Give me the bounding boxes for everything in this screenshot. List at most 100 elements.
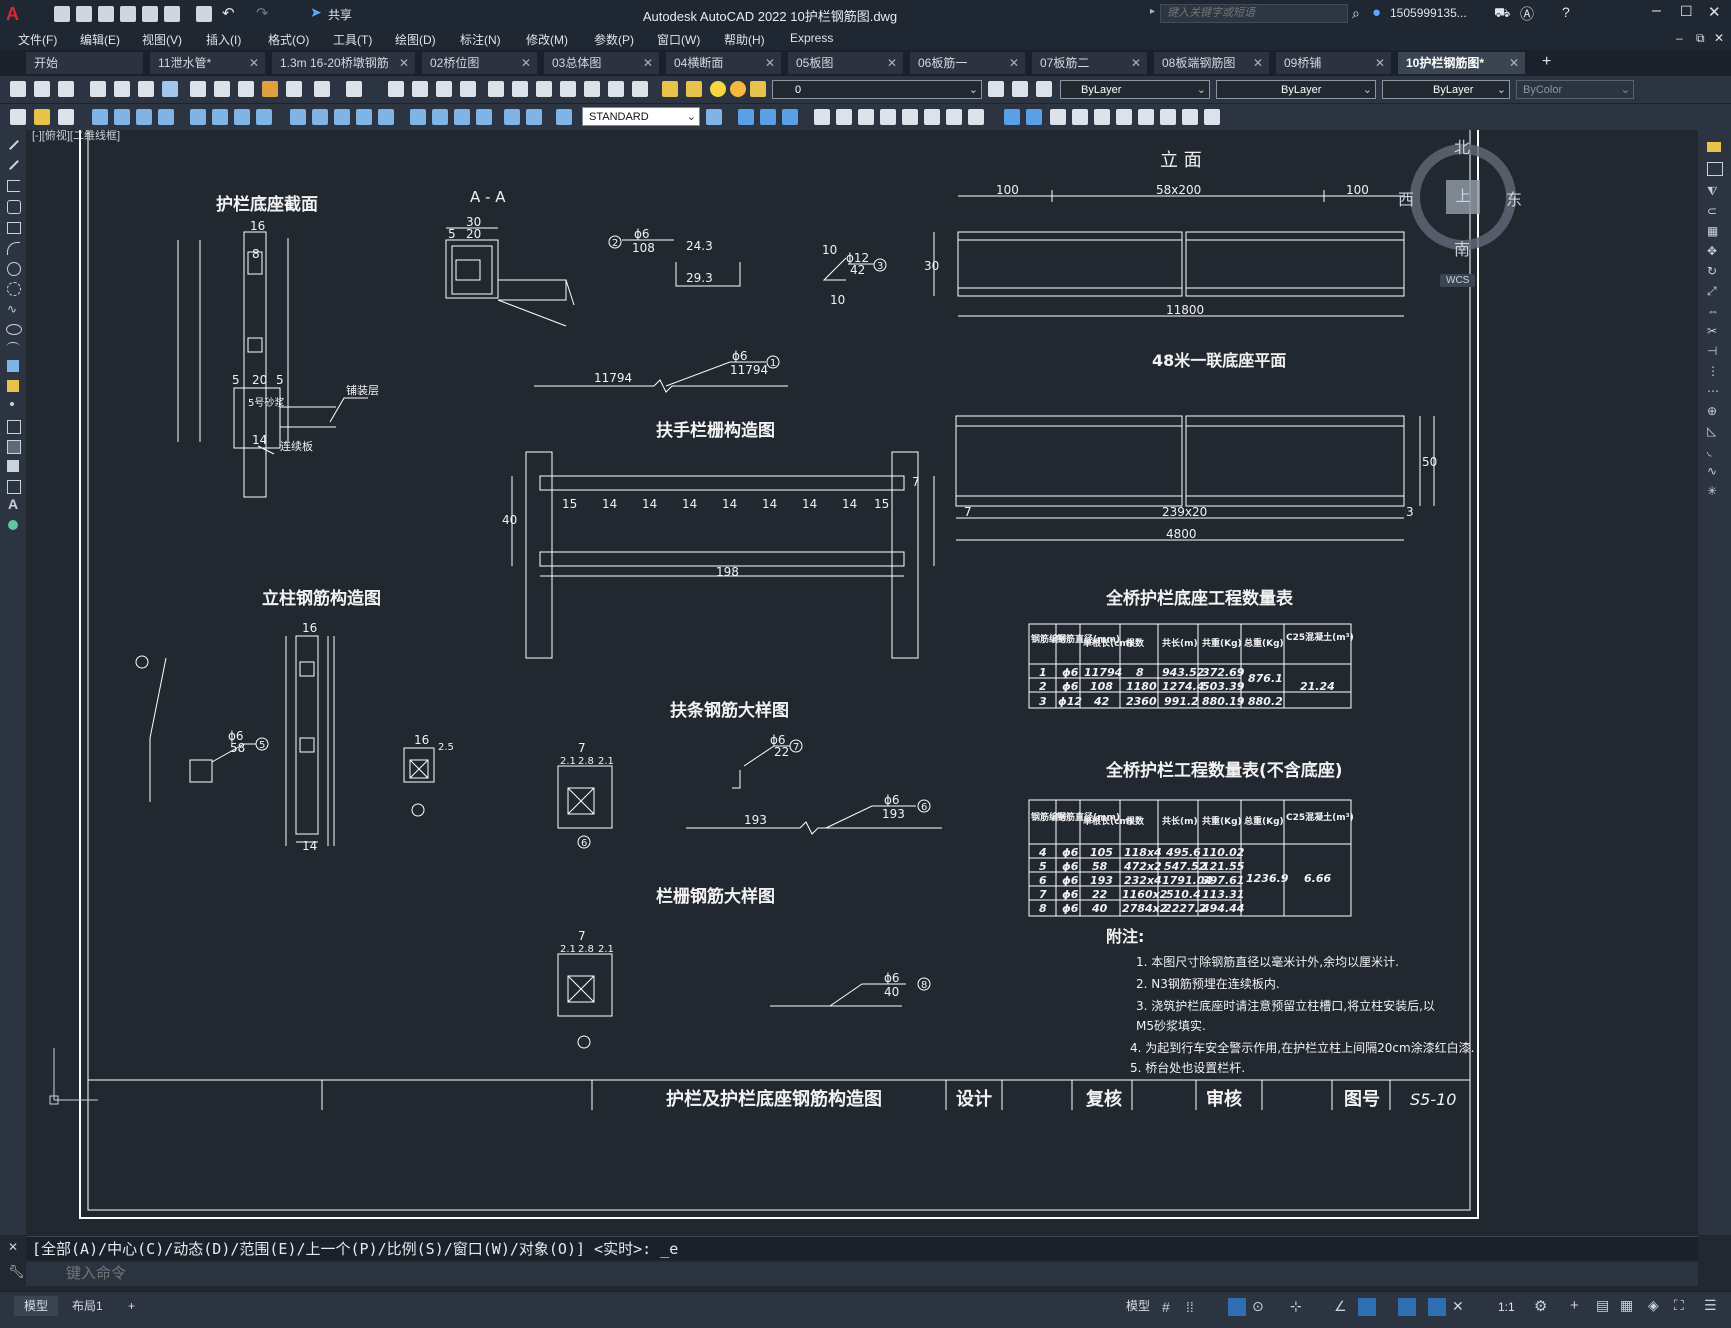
copy-icon[interactable] xyxy=(214,81,230,97)
ucs-icon[interactable] xyxy=(814,109,830,125)
open-file-icon[interactable] xyxy=(76,6,92,22)
ellipse-arc-icon[interactable] xyxy=(6,342,20,352)
region-icon[interactable] xyxy=(7,460,19,472)
diameter-dim-icon[interactable] xyxy=(234,109,250,125)
offset-icon[interactable]: ⊂ xyxy=(1707,204,1718,218)
trim-icon[interactable]: ✂ xyxy=(1707,324,1718,338)
share-button[interactable]: 共享 xyxy=(328,8,353,22)
sheet-set-icon[interactable] xyxy=(560,81,576,97)
close-tab-icon[interactable]: ✕ xyxy=(764,56,775,70)
annotation-visibility-icon[interactable] xyxy=(1428,1298,1446,1316)
linetype-select[interactable]: ByLayer⌄ xyxy=(1216,80,1376,99)
close-icon[interactable]: ✕ xyxy=(1708,4,1721,21)
circle-icon[interactable] xyxy=(7,262,21,276)
maximize-icon[interactable]: ☐ xyxy=(1680,3,1693,19)
scale-icon[interactable]: ⤢ xyxy=(1707,284,1717,298)
chamfer-icon[interactable]: ◺ xyxy=(1707,424,1717,438)
background-icon[interactable] xyxy=(1204,109,1220,125)
viewcube[interactable]: 上 xyxy=(1410,144,1516,250)
aligned-dim-icon[interactable] xyxy=(114,109,130,125)
baseline-dim-icon[interactable] xyxy=(312,109,328,125)
tab-file-05[interactable]: 05板图✕ xyxy=(788,52,904,74)
open-icon[interactable] xyxy=(34,81,50,97)
properties-icon[interactable] xyxy=(488,81,504,97)
ucs-object-icon[interactable] xyxy=(902,109,918,125)
menu-edit[interactable]: 编辑(E) xyxy=(80,33,120,47)
zoom-previous-icon[interactable] xyxy=(460,81,476,97)
match-icon[interactable] xyxy=(262,81,278,97)
layout-tab-layout1[interactable]: 布局1 xyxy=(72,1299,103,1313)
close-tab-icon[interactable]: ✕ xyxy=(642,56,653,70)
calculator-icon[interactable] xyxy=(608,81,624,97)
make-block-icon[interactable] xyxy=(7,380,19,392)
dim-text-edit-icon[interactable] xyxy=(526,109,542,125)
shade-icon[interactable] xyxy=(1004,109,1020,125)
close-tab-icon[interactable]: ✕ xyxy=(886,56,897,70)
view-top-icon[interactable] xyxy=(760,109,776,125)
line-icon[interactable] xyxy=(9,140,19,150)
command-input[interactable] xyxy=(26,1262,1698,1286)
view-front-icon[interactable] xyxy=(738,109,754,125)
redo-icon[interactable]: ↷ xyxy=(256,5,269,22)
share-icon[interactable]: ➤ xyxy=(310,4,322,20)
polyline-icon[interactable] xyxy=(7,180,20,192)
cart-icon[interactable]: ⛟ xyxy=(1494,5,1511,20)
search-icon[interactable]: ⌕ xyxy=(1352,5,1360,21)
layer-previous-icon[interactable] xyxy=(1012,81,1028,97)
view-left-icon[interactable] xyxy=(782,109,798,125)
ordinate-dim-icon[interactable] xyxy=(158,109,174,125)
help-icon[interactable] xyxy=(632,81,648,97)
copy-object-icon[interactable] xyxy=(1707,162,1723,176)
ellipse-icon[interactable] xyxy=(6,324,22,335)
close-tab-icon[interactable]: ✕ xyxy=(1130,56,1141,70)
mirror-icon[interactable]: ⧨ xyxy=(1707,184,1718,198)
tool-palette-icon[interactable] xyxy=(536,81,552,97)
tab-file-07[interactable]: 07板筋二✕ xyxy=(1032,52,1148,74)
menu-view[interactable]: 视图(V) xyxy=(142,33,182,47)
clean-screen-icon[interactable]: ⛶ xyxy=(1674,1297,1684,1313)
new-tab-icon[interactable]: + xyxy=(1542,53,1552,70)
layer-state-icon[interactable] xyxy=(686,81,702,97)
material-icon[interactable] xyxy=(1160,109,1176,125)
lineweight-select[interactable]: ByLayer⌄ xyxy=(1382,80,1510,99)
tab-file-06[interactable]: 06板筋一✕ xyxy=(910,52,1026,74)
angular-dim-icon[interactable] xyxy=(256,109,272,125)
doc-restore-icon[interactable]: ⧉ xyxy=(1696,31,1705,45)
hatch-icon[interactable] xyxy=(7,420,21,434)
sun-icon[interactable] xyxy=(730,81,746,97)
polar-icon[interactable]: ⊙ xyxy=(1252,1298,1264,1314)
quick-dim-icon[interactable] xyxy=(290,109,306,125)
quick-properties-icon[interactable]: ▦ xyxy=(1620,1297,1634,1313)
pan-icon[interactable] xyxy=(388,81,404,97)
dimstyle-select[interactable]: STANDARD⌄ xyxy=(582,107,700,126)
menu-format[interactable]: 格式(O) xyxy=(268,33,310,47)
layer-isolate-icon[interactable] xyxy=(1036,81,1052,97)
grid-icon[interactable]: # xyxy=(1162,1299,1170,1315)
menu-parameter[interactable]: 参数(P) xyxy=(594,33,634,47)
viewport-label[interactable]: [-][俯视][二维线框] xyxy=(32,130,120,142)
menu-file[interactable]: 文件(F) xyxy=(18,33,58,47)
ucs-z-icon[interactable] xyxy=(968,109,984,125)
erase-icon[interactable] xyxy=(1707,142,1721,152)
layer-select[interactable]: 0⌄ xyxy=(772,80,982,99)
close-tab-icon[interactable]: ✕ xyxy=(1508,56,1519,70)
layer-manager-icon[interactable] xyxy=(662,81,678,97)
autocad-logo-icon[interactable]: A xyxy=(6,4,19,24)
ucs-prev-icon[interactable] xyxy=(858,109,874,125)
tab-file-09[interactable]: 09桥铺✕ xyxy=(1276,52,1392,74)
menu-express[interactable]: Express xyxy=(790,31,834,45)
lineweight-icon[interactable] xyxy=(1398,1298,1416,1316)
dim-style-icon[interactable] xyxy=(706,109,722,125)
spline-icon[interactable]: ∿ xyxy=(7,302,18,316)
move-icon[interactable]: ✥ xyxy=(1707,244,1718,258)
autoscale-icon[interactable]: ✕ xyxy=(1452,1298,1464,1314)
cmd-close-icon[interactable]: ✕ xyxy=(8,1240,19,1254)
render-icon[interactable] xyxy=(1026,109,1042,125)
3d-icon[interactable] xyxy=(162,81,178,97)
ortho-icon[interactable] xyxy=(1228,1298,1246,1316)
undo-icon[interactable] xyxy=(314,81,330,97)
viewcube-south[interactable]: 南 xyxy=(1454,242,1471,259)
inspect-icon[interactable] xyxy=(454,109,470,125)
rectangle-icon[interactable] xyxy=(7,222,21,234)
menu-draw[interactable]: 绘图(D) xyxy=(395,33,436,47)
